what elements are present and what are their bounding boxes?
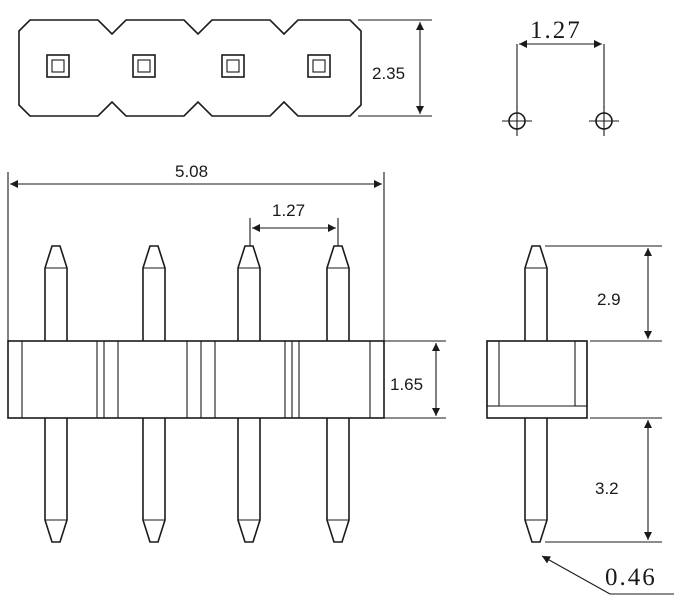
- pin-square-inner: [137, 59, 151, 73]
- pin-square: [221, 54, 245, 78]
- hole-crosshair: [502, 106, 532, 136]
- pin-square-inner: [226, 59, 240, 73]
- dim-lower-pin: 3.2: [595, 420, 652, 540]
- dim-front-pitch: 1.27: [249, 201, 339, 246]
- pin-square: [132, 54, 156, 78]
- pin-square-inner: [312, 59, 326, 73]
- dim-top-height: 2.35: [358, 19, 432, 117]
- dim-pin-width-leader: 0.46: [541, 555, 674, 595]
- side-view-body: [486, 340, 588, 419]
- dim-label-2-9: 2.9: [597, 290, 621, 309]
- top-view-pin-squares: [46, 54, 331, 78]
- top-view-outline: [18, 19, 362, 117]
- hole-crosshair: [589, 106, 619, 136]
- pin-square: [46, 54, 70, 78]
- pin: [142, 245, 166, 543]
- dim-label-front-pitch: 1.27: [272, 201, 305, 220]
- top-view: 2.35: [18, 19, 432, 117]
- pin-square: [307, 54, 331, 78]
- side-view: 2.9 3.2 0.46: [486, 245, 674, 595]
- dim-label-1-65: 1.65: [390, 375, 423, 394]
- pin: [326, 245, 350, 543]
- hole-pattern-view: 1.27: [502, 17, 619, 136]
- pin: [44, 245, 68, 543]
- dim-body-height: 1.65: [384, 340, 446, 419]
- pin-square-inner: [51, 59, 65, 73]
- front-view-body: [7, 340, 385, 419]
- dim-label-3-2: 3.2: [595, 479, 619, 498]
- dim-label-0-46: 0.46: [605, 564, 657, 591]
- dim-upper-pin: 2.9: [597, 248, 652, 339]
- front-view: 5.08 1.27: [7, 162, 446, 543]
- dim-label-2-35: 2.35: [372, 64, 405, 83]
- dim-label-hole-pitch: 1.27: [530, 17, 582, 44]
- pin: [237, 245, 261, 543]
- front-view-pins: [44, 245, 350, 543]
- dim-label-5-08: 5.08: [175, 162, 208, 181]
- dim-overall-width: 5.08: [7, 162, 385, 345]
- side-view-pin: [524, 245, 548, 543]
